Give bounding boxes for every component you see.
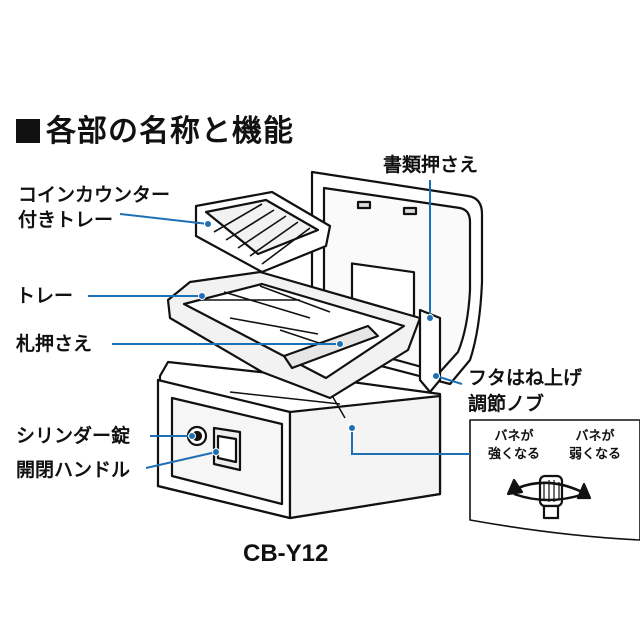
label-open-handle: 開閉ハンドル bbox=[16, 459, 131, 481]
label-coin-tray-line1: コインカウンター bbox=[18, 184, 171, 206]
model-number: CB-Y12 bbox=[243, 540, 329, 567]
page-title: 各部の名称と機能 bbox=[16, 106, 294, 150]
label-bill-holder: 札押さえ bbox=[16, 333, 93, 355]
leader-coin-tray bbox=[119, 213, 209, 225]
label-cylinder-lock: シリンダー錠 bbox=[16, 425, 131, 447]
leader-lid-knob bbox=[435, 375, 463, 385]
title-square-icon bbox=[16, 119, 40, 143]
inset-weak-line1: バネが bbox=[575, 429, 615, 444]
title-text: 各部の名称と機能 bbox=[46, 114, 294, 149]
rotation-arrow bbox=[517, 481, 583, 494]
inset-weak-line2: 弱くなる bbox=[568, 447, 621, 462]
leader-open-handle bbox=[145, 451, 217, 469]
label-lid-knob-line2: 調節ノブ bbox=[468, 393, 545, 415]
label-coin-tray-line2: 付きトレー bbox=[18, 209, 114, 231]
inset-strong-line1: バネが bbox=[494, 429, 534, 444]
label-tray: トレー bbox=[16, 285, 74, 307]
label-document-holder: 書類押さえ bbox=[383, 154, 479, 176]
bill-holder bbox=[282, 324, 380, 370]
inset-strong-line2: 強くなる bbox=[487, 447, 540, 462]
leader-knob-inset bbox=[351, 428, 470, 455]
label-lid-knob-line1: フタはね上げ bbox=[468, 367, 583, 389]
